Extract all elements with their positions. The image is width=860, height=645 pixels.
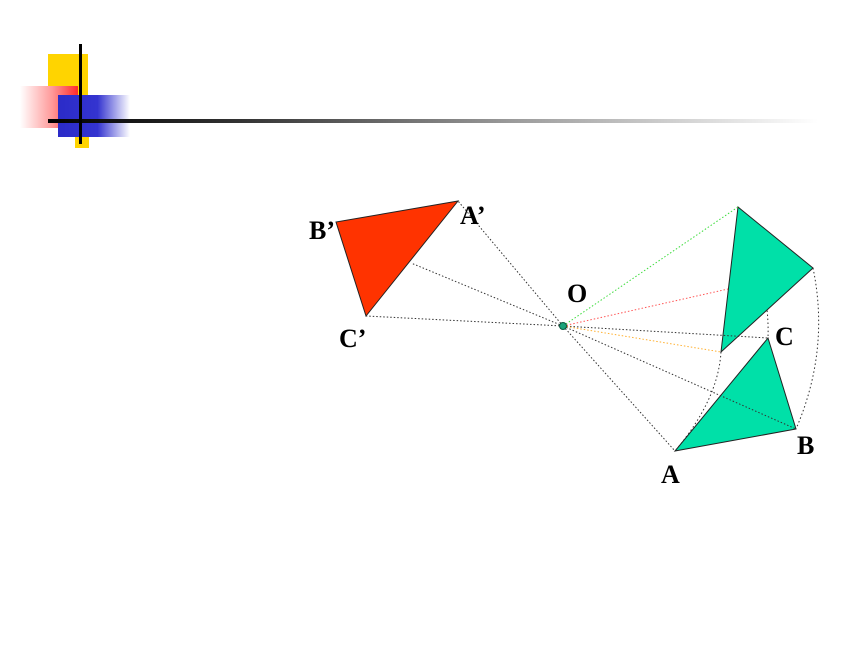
triangle-abc	[673, 336, 797, 452]
line-o-b-prime	[410, 262, 564, 327]
center-point-o	[559, 322, 567, 330]
arc-rotation-2	[795, 267, 820, 430]
line-o-rotated-top	[562, 206, 739, 327]
line-o-c-prime	[365, 315, 564, 327]
label-o: O	[567, 279, 587, 308]
line-o-b	[562, 325, 797, 430]
line-o-a-prime	[457, 200, 564, 327]
line-o-c	[562, 325, 769, 339]
decor-horizontal-rule	[48, 119, 818, 123]
label-c: C	[775, 322, 794, 351]
label-c-prime: C’	[339, 324, 366, 353]
line-o-a	[562, 325, 676, 452]
triangle-rotated	[720, 206, 814, 354]
line-o-rotated-bottom	[562, 325, 722, 353]
label-a-prime: A’	[460, 201, 486, 230]
label-b-prime: B’	[309, 216, 335, 245]
triangle-a-b-c-prime	[335, 200, 460, 318]
decor-blue-gradient	[58, 95, 130, 137]
label-b: B	[797, 431, 814, 460]
decor-vertical-rule	[79, 44, 82, 144]
line-o-rotated-mid	[562, 288, 729, 327]
label-a: A	[661, 460, 680, 489]
